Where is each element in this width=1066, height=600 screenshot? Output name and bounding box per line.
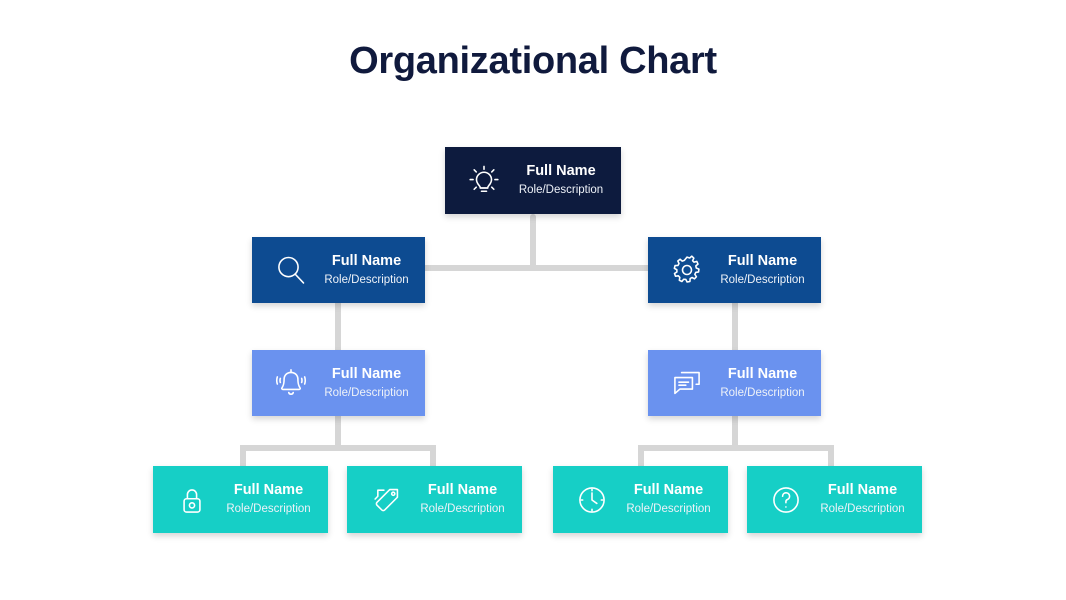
node-role: Role/Description [324, 386, 409, 399]
node-role: Role/Description [226, 503, 311, 516]
node-role: Role/Description [420, 503, 505, 516]
node-text-block: Full Name Role/Description [223, 481, 328, 518]
node-text-block: Full Name Role/Description [817, 481, 922, 518]
org-node-tags[interactable]: Full Name Role/Description [347, 466, 522, 533]
connector-chat-to-question [828, 445, 834, 468]
org-node-question[interactable]: Full Name Role/Description [747, 466, 922, 533]
node-name: Full Name [233, 482, 304, 499]
node-name: Full Name [331, 252, 402, 269]
connector-chat-stem [732, 416, 738, 448]
node-role: Role/Description [626, 503, 711, 516]
node-text-block: Full Name Role/Description [623, 481, 728, 518]
node-text-block: Full Name Role/Description [515, 162, 621, 199]
connector-chat-to-clock [638, 445, 644, 468]
org-node-chat[interactable]: Full Name Role/Description [648, 350, 821, 416]
question-mark-icon [763, 477, 809, 523]
node-name: Full Name [526, 163, 596, 180]
node-role: Role/Description [820, 503, 905, 516]
node-text-block: Full Name Role/Description [718, 252, 821, 289]
gear-icon [664, 247, 710, 293]
node-role: Role/Description [720, 386, 805, 399]
node-role: Role/Description [324, 273, 409, 286]
node-text-block: Full Name Role/Description [417, 481, 522, 518]
org-node-search[interactable]: Full Name Role/Description [252, 237, 425, 303]
node-name: Full Name [331, 365, 402, 382]
node-name: Full Name [827, 482, 898, 499]
node-role: Role/Description [518, 184, 604, 197]
connector-search-to-bell [335, 303, 341, 352]
search-icon [268, 247, 314, 293]
node-name: Full Name [427, 482, 498, 499]
node-name: Full Name [633, 482, 704, 499]
connector-chat-bar [638, 445, 834, 451]
bell-icon [268, 360, 314, 406]
node-name: Full Name [727, 365, 798, 382]
node-text-block: Full Name Role/Description [718, 365, 821, 402]
page-title: Organizational Chart [349, 40, 717, 82]
org-node-lightbulb[interactable]: Full Name Role/Description [445, 147, 621, 214]
org-node-gear[interactable]: Full Name Role/Description [648, 237, 821, 303]
node-role: Role/Description [720, 273, 805, 286]
org-node-clock[interactable]: Full Name Role/Description [553, 466, 728, 533]
connector-gear-to-chat [732, 303, 738, 352]
node-text-block: Full Name Role/Description [322, 365, 425, 402]
tags-icon [363, 477, 409, 523]
connector-bell-bar [240, 445, 436, 451]
connector-level1-level2-bar [338, 265, 738, 271]
connector-root-stem [530, 214, 536, 271]
org-node-lock[interactable]: Full Name Role/Description [153, 466, 328, 533]
connector-bell-to-lock [240, 445, 246, 468]
org-node-bell[interactable]: Full Name Role/Description [252, 350, 425, 416]
clock-icon [569, 477, 615, 523]
lightbulb-icon [461, 158, 507, 204]
connector-bell-stem [335, 416, 341, 448]
connector-bell-to-tags [430, 445, 436, 468]
node-text-block: Full Name Role/Description [322, 252, 425, 289]
node-name: Full Name [727, 252, 798, 269]
lock-icon [169, 477, 215, 523]
chat-icon [664, 360, 710, 406]
